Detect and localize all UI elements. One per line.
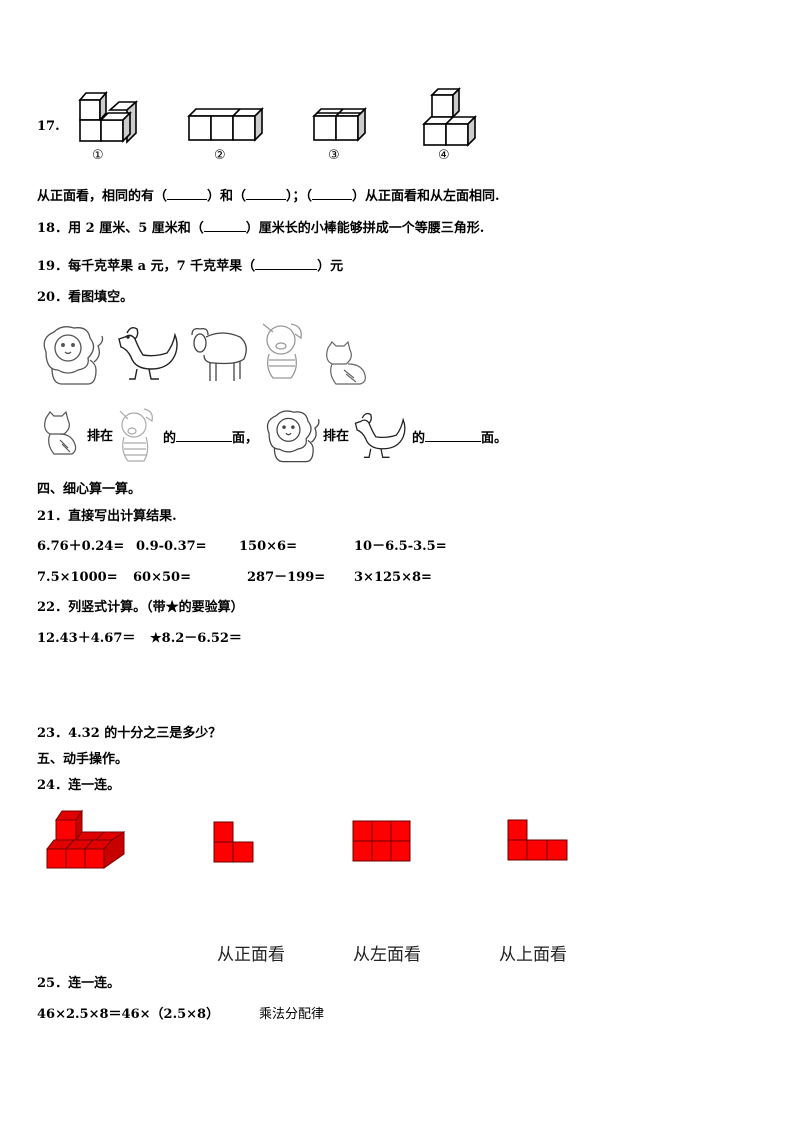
question-19: 19．每千克苹果 a 元，7 千克苹果（）元 [37, 257, 344, 274]
law-label: 乘法分配律 [259, 1007, 325, 1022]
answer-blank[interactable] [203, 219, 246, 232]
calc-item: 6.76＋0.24= [37, 539, 125, 554]
question-22-title: 22．列竖式计算。（带★的要验算） [37, 600, 244, 615]
question-17-number: 17. [37, 119, 60, 134]
hen-image [118, 326, 178, 380]
view-label-front: 从正面看 [217, 945, 285, 965]
vertical-calc-item: 12.43＋4.67＝ [37, 631, 136, 646]
cube-figure-4 [422, 87, 477, 147]
question-21-title: 21．直接写出计算结果. [37, 509, 177, 524]
answer-blank[interactable] [255, 257, 318, 270]
question-24-title: 24．连一连。 [37, 778, 121, 793]
question-17-text: 从正面看，相同的有（）和（）；（）从正面看和从左面相同. [37, 187, 500, 204]
cube-figure-1 [78, 90, 139, 144]
pig-image [119, 408, 153, 462]
text-paizai: 排在 [323, 429, 350, 444]
view-label-left: 从左面看 [353, 945, 421, 965]
red-view-shape-1 [213, 821, 254, 863]
hen-image [354, 412, 406, 458]
red-view-shape-3 [507, 819, 568, 861]
section-4-title: 四、细心算一算。 [37, 482, 142, 497]
cube-figure-3 [312, 107, 367, 142]
calc-item: 3×125×8= [354, 570, 432, 585]
calc-item: 0.9-0.37= [136, 539, 207, 554]
pig-image [262, 323, 302, 379]
expression: 46×2.5×8＝46×（2.5×8） [37, 1007, 220, 1022]
red-cube-3d-figure [45, 809, 126, 869]
cube-figure-2 [187, 107, 264, 142]
figure-label-1: ① [92, 148, 104, 163]
question-20-title: 20．看图填空。 [37, 290, 134, 305]
answer-blank[interactable] [176, 429, 233, 442]
sheep-image [191, 327, 247, 381]
figure-label-2: ② [214, 148, 226, 163]
calc-item: 287－199= [247, 570, 326, 585]
fill-sentence-2: 的面。 [412, 429, 508, 446]
answer-blank[interactable] [425, 429, 482, 442]
calc-item: 60×50= [133, 570, 191, 585]
cat-image [44, 410, 77, 455]
section-5-title: 五、动手操作。 [37, 752, 129, 767]
question-25-title: 25．连一连。 [37, 976, 121, 991]
calc-item: 10－6.5-3.5= [354, 539, 447, 554]
lion-image [266, 410, 320, 463]
calc-item: 7.5×1000= [37, 570, 118, 585]
figure-label-3: ③ [328, 148, 340, 163]
fill-sentence-1: 的面， [163, 429, 259, 446]
red-view-shape-2 [352, 820, 411, 862]
text-paizai: 排在 [87, 429, 114, 444]
lion-image [43, 326, 104, 385]
answer-blank-3[interactable] [312, 187, 353, 200]
figure-label-4: ④ [438, 148, 450, 163]
question-18: 18．用 2 厘米、5 厘米和（）厘米长的小棒能够拼成一个等腰三角形. [37, 219, 485, 236]
question-23-title: 23．4.32 的十分之三是多少？ [37, 726, 222, 741]
view-label-top: 从上面看 [499, 945, 567, 965]
calc-item: 150×6= [239, 539, 297, 554]
vertical-calc-item: ★8.2－6.52＝ [150, 631, 242, 646]
answer-blank-2[interactable] [246, 187, 287, 200]
answer-blank-1[interactable] [167, 187, 208, 200]
cat-image [326, 340, 366, 385]
